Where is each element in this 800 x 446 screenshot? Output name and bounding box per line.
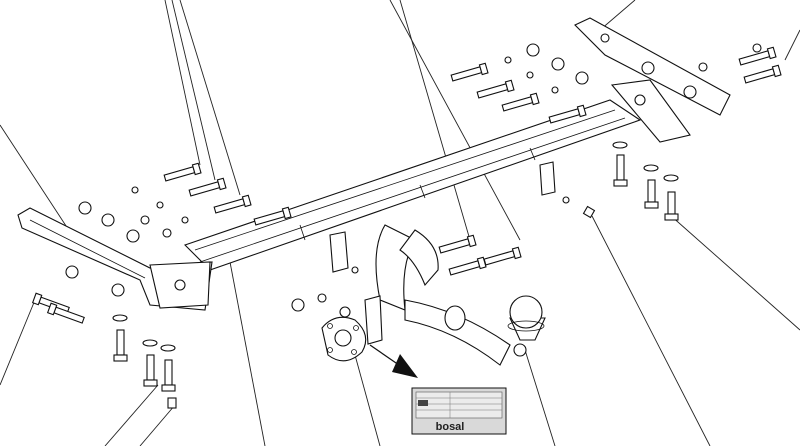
bolts-upper-right xyxy=(450,43,782,124)
direction-arrow xyxy=(369,344,418,378)
product-label-plate: bosal xyxy=(411,387,507,435)
cross-beam xyxy=(183,99,642,271)
tow-arm xyxy=(375,224,511,366)
centre-plates xyxy=(329,161,556,273)
bolts-centre xyxy=(291,196,596,318)
bolts-lower-left xyxy=(31,292,177,409)
left-side-bracket xyxy=(17,207,213,311)
socket-plate xyxy=(321,295,383,362)
right-side-bracket xyxy=(574,17,731,143)
brand-label: bosal xyxy=(436,421,465,433)
bolts-lower-right xyxy=(612,141,679,221)
tow-ball xyxy=(507,295,546,357)
bolts-upper-left xyxy=(78,162,292,243)
